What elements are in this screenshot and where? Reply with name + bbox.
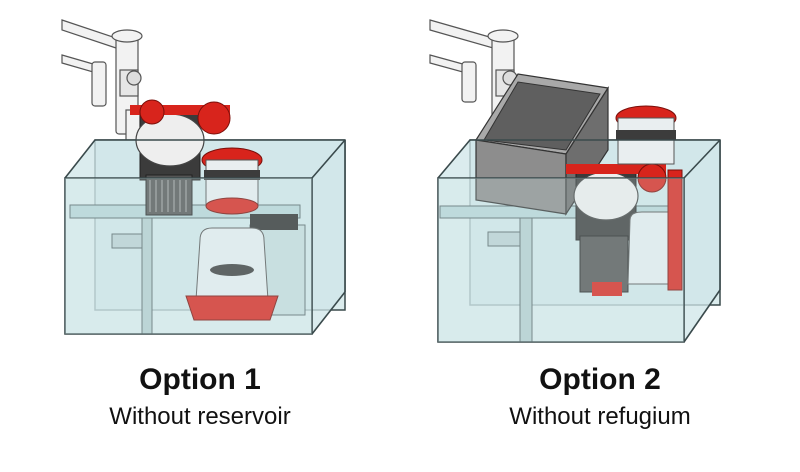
filter-roller-unit bbox=[566, 163, 667, 296]
sump-with-refugium-illustration bbox=[61, 19, 346, 335]
tank-glass-edges bbox=[64, 139, 346, 335]
overflow-comb bbox=[250, 214, 298, 230]
protein-skimmer bbox=[201, 147, 263, 215]
sump-with-reservoir-illustration bbox=[429, 19, 721, 343]
front-glass-pane bbox=[65, 178, 312, 334]
option-2-panel: Option 2 Without refugium bbox=[400, 0, 800, 472]
protein-skimmer bbox=[615, 105, 683, 291]
refugium-reactor bbox=[185, 227, 279, 321]
option-1-panel: Option 1 Without reservoir bbox=[61, 19, 346, 430]
tank-glass-edges bbox=[437, 139, 721, 343]
option-2-title: Option 2 bbox=[539, 363, 661, 396]
option-1-subtitle: Without reservoir bbox=[109, 403, 291, 430]
front-glass-pane bbox=[438, 178, 684, 342]
option-2-subtitle: Without refugium bbox=[509, 403, 691, 430]
option-1-title: Option 1 bbox=[139, 363, 261, 396]
